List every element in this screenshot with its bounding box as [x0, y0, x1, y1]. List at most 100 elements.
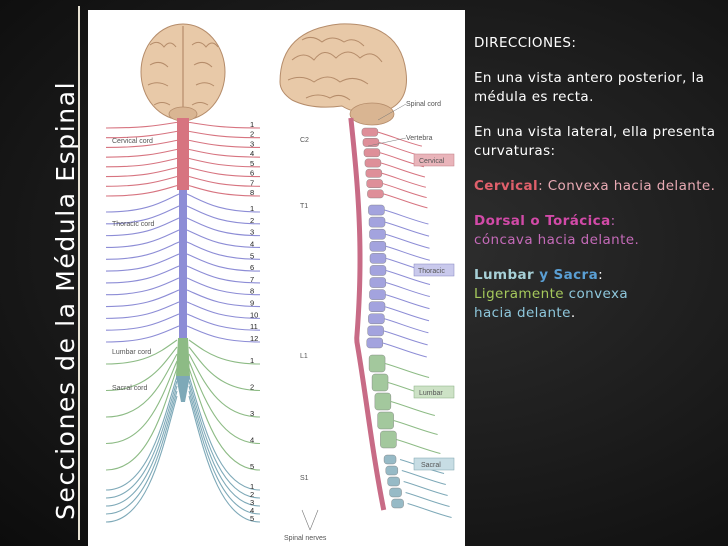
nerve-right-thoracic-12 [186, 325, 261, 343]
vertebra-thoracic-7 [369, 277, 387, 288]
slide-title: Secciones de la Médula Espinal [51, 80, 80, 520]
nerve-right-cervical-8 [186, 184, 261, 197]
label-cervical-cord: Cervical cord [112, 138, 153, 145]
level-thoracic-9: 9 [250, 299, 254, 308]
nerve-right-cervical-4 [186, 148, 261, 158]
level-cervical-5: 5 [250, 159, 254, 168]
brain-side-view [279, 23, 407, 126]
tag-cervical: Cervical [419, 158, 445, 165]
nerve-left-cervical-8 [105, 184, 180, 197]
side-nerve-thoracic-12 [382, 342, 427, 358]
vertebra-thoracic-12 [366, 337, 383, 349]
paragraph-ap-view: En una vista antero posterior, la médula… [474, 70, 705, 105]
side-nerve-thoracic-11 [383, 330, 428, 346]
nerve-right-thoracic-2 [186, 205, 261, 225]
nerve-left-sacral-1 [105, 375, 178, 491]
spinal-cord-side [348, 117, 387, 511]
nerve-left-thoracic-10 [105, 301, 180, 319]
nerve-left-thoracic-5 [105, 241, 180, 260]
level-cervical-4: 4 [250, 149, 254, 158]
level-sacral-3: 3 [250, 498, 254, 507]
nerve-left-thoracic-12 [105, 325, 180, 343]
level-lumbar-2: 2 [250, 383, 254, 392]
level-cervical-2: 2 [250, 130, 254, 139]
directions-panel: DIRECCIONES: En una vista antero posteri… [474, 34, 722, 339]
nerve-right-thoracic-8 [186, 277, 261, 296]
label-vertebra: Vertebra [406, 135, 433, 142]
level-lumbar-3: 3 [250, 409, 254, 418]
side-nerve-sacral-2 [401, 470, 446, 485]
level-cervical-7: 7 [250, 178, 254, 187]
side-nerve-cervical-7 [383, 193, 428, 209]
label-t1: T1 [300, 203, 308, 210]
nerve-right-sacral-5 [188, 395, 261, 523]
nerve-left-thoracic-2 [105, 205, 180, 225]
brain-front-view [140, 23, 226, 122]
nerve-right-sacral-3 [188, 385, 261, 507]
nerve-right-thoracic-6 [186, 253, 261, 272]
spinal-cord-front [176, 118, 190, 402]
side-nerve-cervical-1 [377, 131, 423, 147]
nerve-left-thoracic-6 [105, 253, 180, 272]
nerve-left-sacral-4 [105, 390, 178, 515]
label-sacral-cord: Sacral cord [112, 385, 148, 392]
level-cervical-3: 3 [250, 139, 254, 148]
nerve-right-sacral-4 [188, 390, 261, 515]
nerve-left-cervical-1 [105, 121, 180, 129]
level-thoracic-6: 6 [250, 263, 254, 272]
side-nerve-cervical-4 [380, 162, 426, 178]
side-nerve-thoracic-6 [385, 269, 431, 285]
side-nerve-cervical-6 [382, 183, 427, 199]
nerve-left-thoracic-8 [105, 277, 180, 296]
nerve-right-cervical-7 [186, 175, 261, 187]
vertebra-cervical-6 [366, 179, 383, 188]
level-lumbar-4: 4 [250, 436, 254, 445]
level-thoracic-8: 8 [250, 287, 254, 296]
nerve-left-thoracic-11 [105, 313, 180, 331]
vertebra-thoracic-2 [368, 216, 386, 228]
nerve-left-sacral-5 [105, 395, 178, 523]
nerve-left-sacral-3 [105, 385, 178, 507]
level-thoracic-1: 1 [250, 204, 254, 213]
nerve-left-thoracic-7 [105, 265, 180, 284]
level-thoracic-2: 2 [250, 216, 254, 225]
front-nerves [105, 121, 261, 523]
label-l1: L1 [300, 353, 308, 360]
side-nerve-lumbar-3 [390, 401, 435, 416]
vertebra-thoracic-3 [369, 228, 386, 240]
level-sacral-4: 4 [250, 506, 254, 515]
nerve-right-thoracic-1 [186, 193, 261, 213]
nerve-right-lumbar-5 [188, 367, 261, 471]
side-nerve-thoracic-9 [384, 306, 430, 322]
region-tags: Cervical Thoracic Lumbar Sacral [413, 153, 455, 471]
level-thoracic-7: 7 [250, 275, 254, 284]
level-lumbar-1: 1 [250, 356, 254, 365]
label-spinal-nerves: Spinal nerves [284, 535, 327, 542]
vertebra-lumbar-3 [374, 392, 392, 411]
level-thoracic-11: 11 [250, 322, 258, 331]
directions-heading: DIRECCIONES: [474, 35, 577, 51]
vertebra-cervical-3 [363, 148, 381, 158]
level-thoracic-4: 4 [250, 239, 254, 248]
nerve-right-cervical-1 [186, 121, 261, 129]
side-nerve-thoracic-8 [385, 294, 430, 310]
nerve-right-lumbar-2 [188, 346, 261, 392]
vertebra-lumbar-2 [371, 373, 389, 392]
vertebra-sacral-2 [385, 465, 399, 476]
nerve-left-cervical-2 [105, 130, 180, 139]
vertebra-thoracic-11 [367, 325, 384, 337]
side-nerve-thoracic-3 [385, 233, 430, 249]
label-lumbar-cord: Lumbar cord [112, 349, 151, 356]
nerve-right-lumbar-3 [188, 353, 261, 418]
nerve-left-thoracic-3 [105, 217, 180, 237]
label-spinal-cord: Spinal cord [406, 101, 441, 108]
nerve-right-thoracic-3 [186, 217, 261, 237]
nerve-right-thoracic-5 [186, 241, 261, 260]
vertebra-sacral-3 [387, 476, 400, 487]
side-nerve-sacral-4 [405, 492, 450, 507]
vertebra-sacral-1 [383, 454, 397, 465]
vertebra-lumbar-5 [380, 430, 397, 449]
nerve-left-cervical-3 [105, 139, 180, 148]
